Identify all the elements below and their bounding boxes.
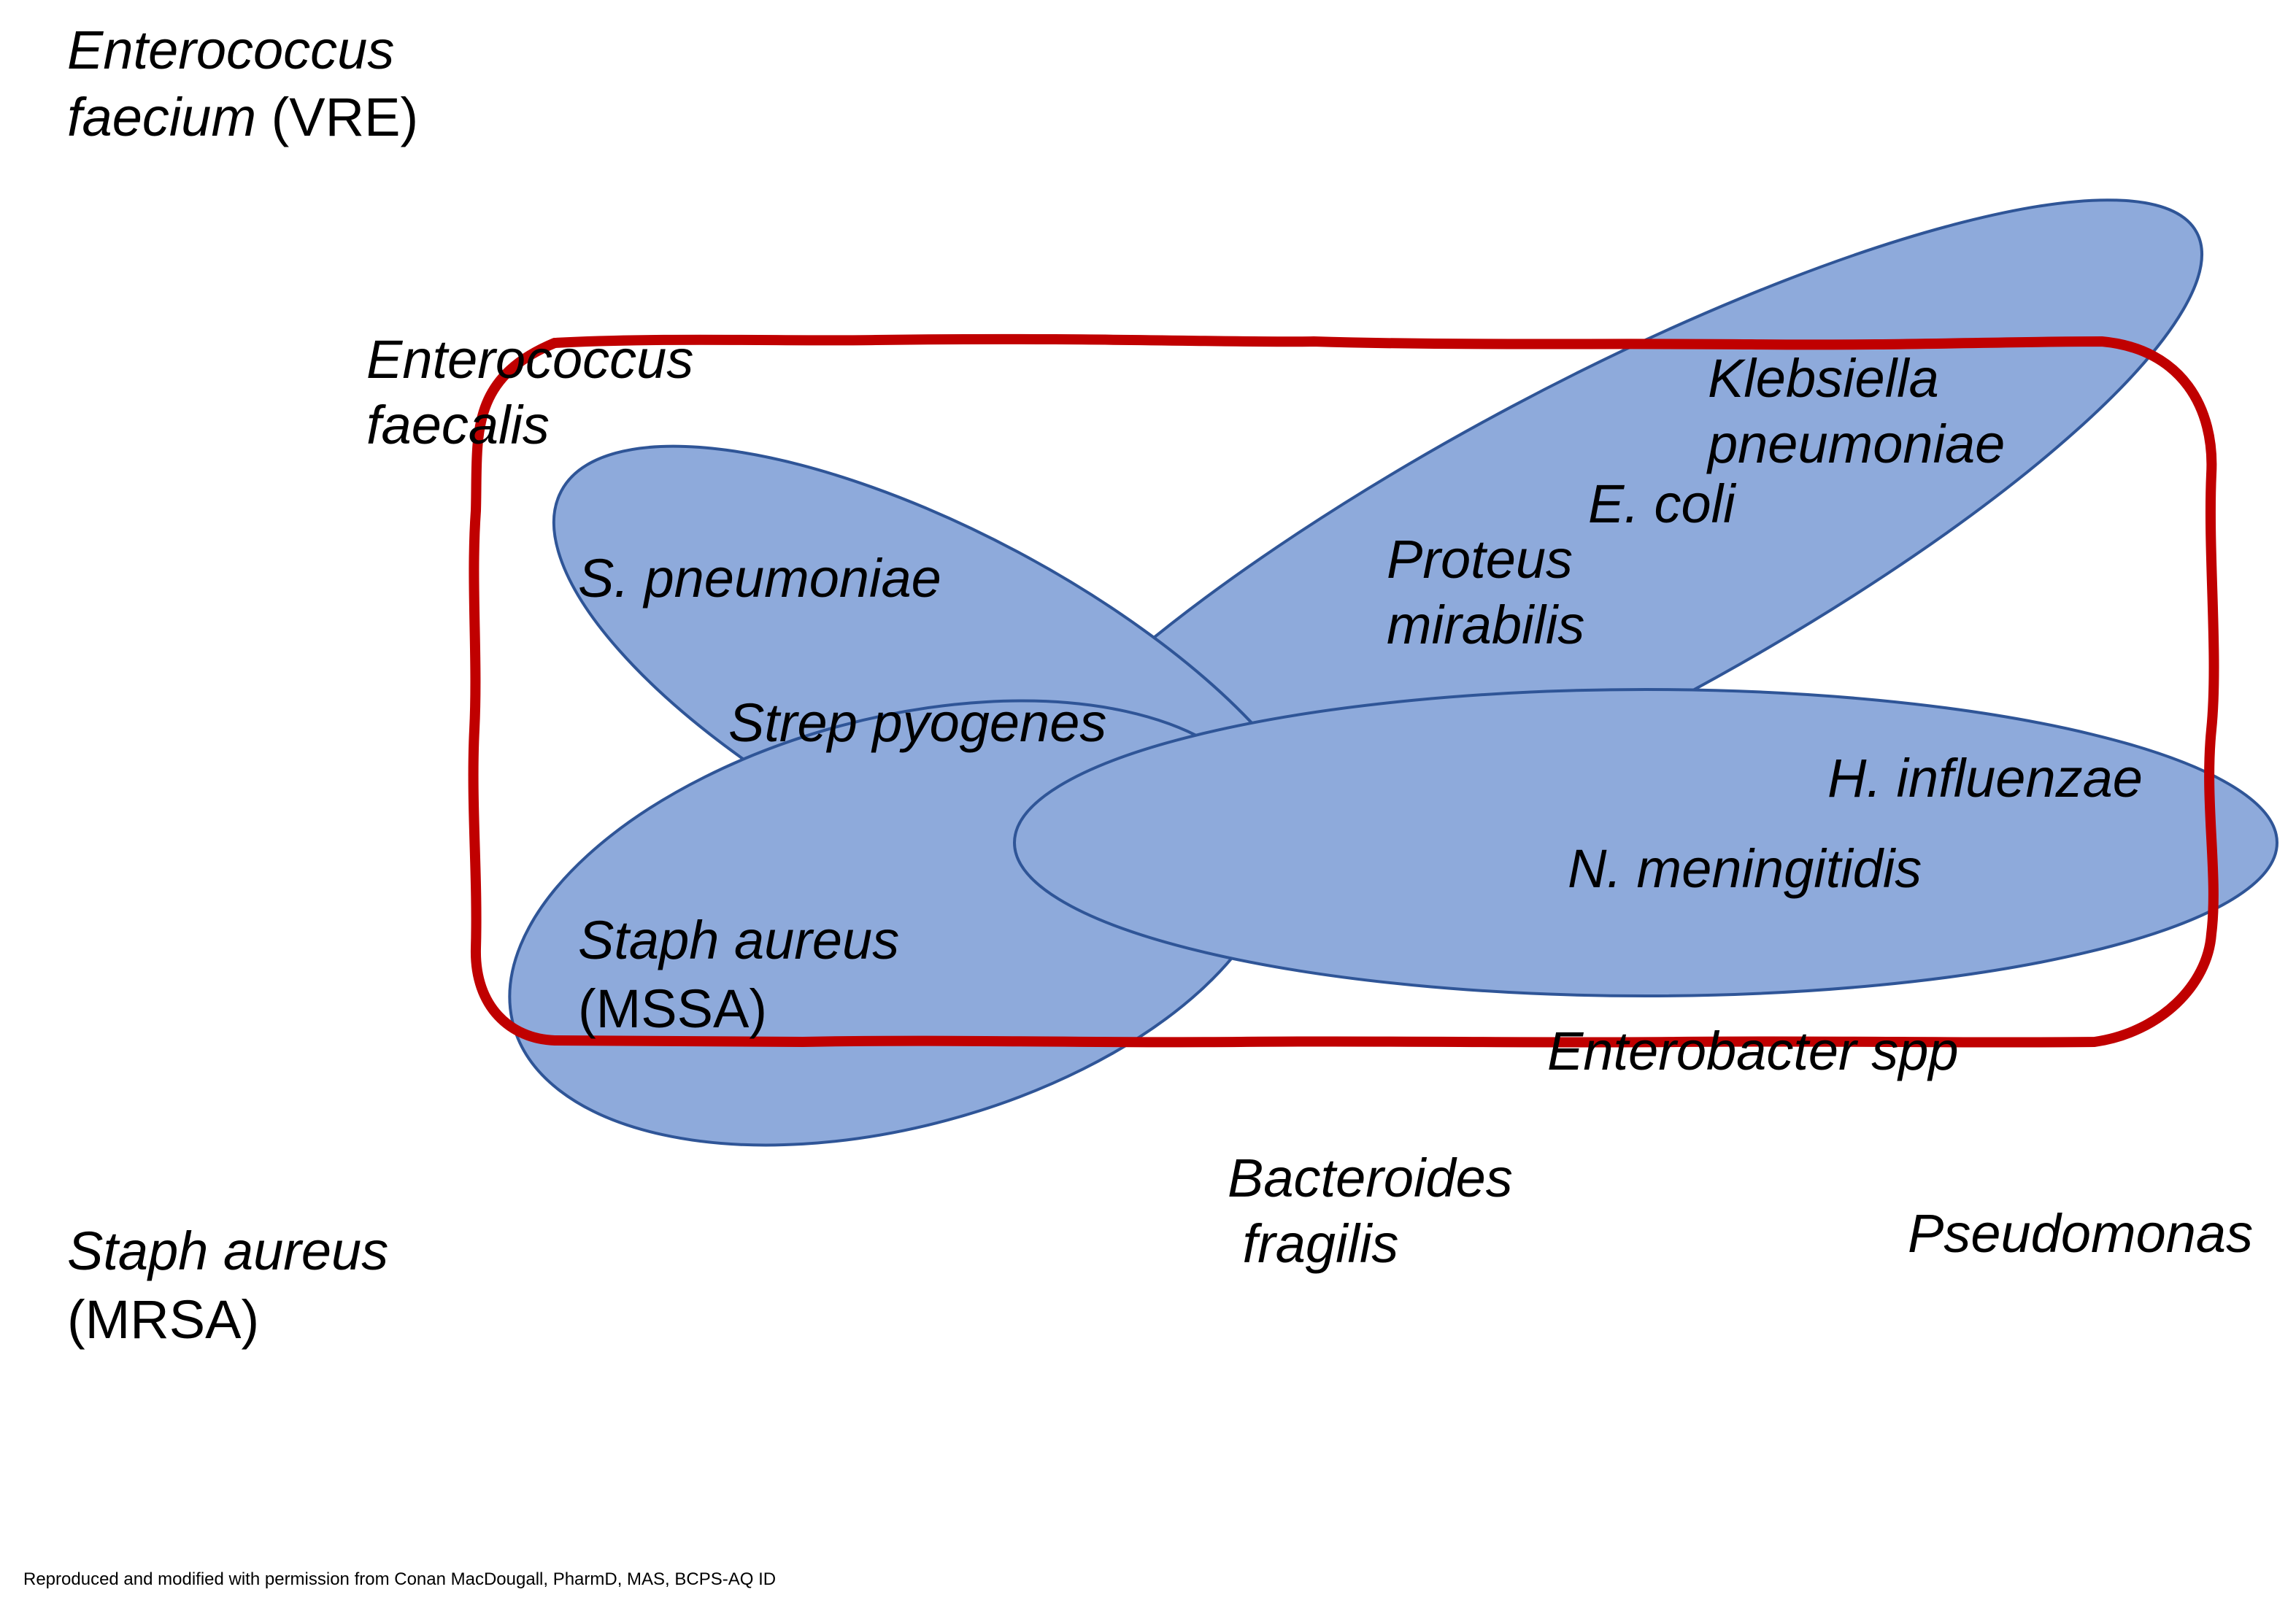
label-bacteroides-line1: Bacteroides <box>1228 1148 1513 1208</box>
label-klebsiella-line1: Klebsiella <box>1708 348 1939 409</box>
label-e-coli: E. coli <box>1588 474 1737 534</box>
label-enterobacter: Enterobacter spp <box>1547 1021 1959 1081</box>
label-e-faecalis-line1: Enterococcus <box>366 329 693 390</box>
label-proteus-line2: mirabilis <box>1387 595 1584 655</box>
label-e-faecium-line1: Enterococcus <box>67 20 394 80</box>
label-s-pneumoniae: S. pneumoniae <box>578 548 941 609</box>
label-bacteroides-line2: fragilis <box>1228 1213 1398 1274</box>
label-e-faecalis-line2: faecalis <box>366 395 550 455</box>
label-mssa-line2: (MSSA) <box>578 978 767 1039</box>
label-mrsa-line2: (MRSA) <box>67 1289 259 1350</box>
label-proteus-line1: Proteus <box>1387 529 1573 590</box>
label-e-faecium-line2: faecium (VRE) <box>67 87 418 147</box>
label-e-faecium-resistance: (VRE) <box>256 87 418 147</box>
label-n-meningitidis: N. meningitidis <box>1568 838 1922 899</box>
label-strep-pyogenes: Strep pyogenes <box>728 692 1106 753</box>
label-e-faecium-species: faecium <box>67 87 256 147</box>
fastidious-gram-negative-ellipse <box>1013 688 2278 997</box>
coverage-outline <box>468 333 2219 1048</box>
label-mssa-line1: Staph aureus <box>578 910 899 970</box>
label-h-influenzae: H. influenzae <box>1827 748 2143 808</box>
label-mrsa-line1: Staph aureus <box>67 1221 388 1281</box>
credit-text: Reproduced and modified with permission … <box>23 1569 776 1589</box>
label-pseudomonas: Pseudomonas <box>1908 1203 2253 1264</box>
label-klebsiella-line2: pneumoniae <box>1706 414 2005 474</box>
